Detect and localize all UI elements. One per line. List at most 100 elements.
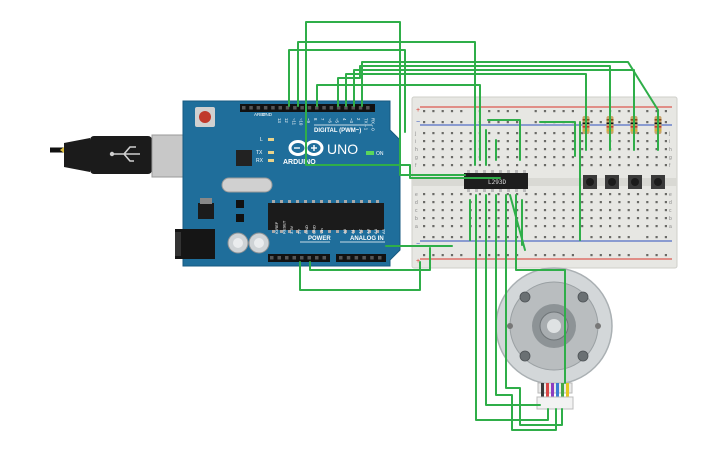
breadboard-hole[interactable]	[497, 209, 500, 212]
rail-hole[interactable]	[590, 121, 593, 124]
breadboard-hole[interactable]	[516, 164, 519, 167]
breadboard-hole[interactable]	[423, 201, 426, 204]
breadboard-hole[interactable]	[664, 140, 667, 143]
header-pin[interactable]	[249, 106, 253, 110]
breadboard-hole[interactable]	[636, 217, 640, 220]
motor[interactable]	[495, 267, 613, 410]
breadboard-hole[interactable]	[627, 225, 630, 228]
breadboard-hole[interactable]	[646, 225, 649, 228]
header-pin[interactable]	[354, 256, 359, 260]
breadboard-hole[interactable]	[553, 148, 556, 151]
breadboard-hole[interactable]	[506, 148, 509, 151]
breadboard-hole[interactable]	[664, 193, 667, 196]
breadboard-hole[interactable]	[664, 217, 667, 220]
breadboard-hole[interactable]	[664, 225, 667, 228]
breadboard-hole[interactable]	[506, 225, 509, 228]
breadboard-hole[interactable]	[488, 148, 491, 151]
breadboard-hole[interactable]	[478, 193, 481, 196]
breadboard-hole[interactable]	[432, 140, 435, 143]
breadboard-hole[interactable]	[646, 132, 649, 135]
breadboard-hole[interactable]	[590, 201, 593, 204]
breadboard-hole[interactable]	[581, 140, 584, 143]
header-pin[interactable]	[285, 106, 290, 110]
wire[interactable]	[353, 69, 635, 151]
breadboard-hole[interactable]	[599, 193, 602, 196]
wire[interactable]	[288, 49, 406, 133]
breadboard-hole[interactable]	[432, 225, 435, 228]
breadboard-hole[interactable]	[469, 140, 472, 143]
breadboard-hole[interactable]	[627, 193, 630, 196]
breadboard-hole[interactable]	[441, 132, 444, 135]
breadboard-hole[interactable]	[618, 225, 621, 228]
wire[interactable]	[485, 194, 541, 406]
rail-hole[interactable]	[664, 254, 667, 257]
breadboard-hole[interactable]	[497, 225, 500, 228]
rail-hole[interactable]	[460, 110, 463, 113]
rail-hole[interactable]	[441, 110, 444, 113]
rail-hole[interactable]	[478, 236, 481, 239]
breadboard-hole[interactable]	[618, 209, 621, 212]
breadboard-hole[interactable]	[590, 132, 593, 135]
breadboard-hole[interactable]	[646, 164, 649, 167]
rail-hole[interactable]	[497, 110, 500, 113]
header-pin[interactable]	[263, 106, 268, 110]
breadboard-hole[interactable]	[497, 217, 500, 220]
breadboard-hole[interactable]	[553, 132, 556, 135]
header-pin[interactable]	[329, 106, 334, 110]
breadboard-hole[interactable]	[516, 201, 519, 204]
breadboard-hole[interactable]	[581, 164, 584, 167]
breadboard-hole[interactable]	[525, 156, 528, 159]
breadboard-hole[interactable]	[423, 156, 426, 159]
rail-hole[interactable]	[571, 236, 574, 239]
breadboard-hole[interactable]	[497, 156, 500, 159]
breadboard-hole[interactable]	[655, 148, 658, 151]
header-pin[interactable]	[277, 256, 282, 260]
breadboard-hole[interactable]	[618, 156, 621, 159]
breadboard-hole[interactable]	[636, 140, 640, 143]
wire[interactable]	[309, 247, 431, 271]
rail-hole[interactable]	[441, 254, 444, 257]
breadboard-hole[interactable]	[618, 164, 621, 167]
rail-hole[interactable]	[599, 254, 602, 257]
breadboard-hole[interactable]	[432, 148, 435, 151]
breadboard-hole[interactable]	[441, 201, 444, 204]
breadboard-hole[interactable]	[562, 225, 565, 228]
breadboard-hole[interactable]	[664, 164, 667, 167]
breadboard-hole[interactable]	[581, 217, 584, 220]
breadboard-hole[interactable]	[562, 209, 565, 212]
rail-hole[interactable]	[497, 236, 500, 239]
rail-hole[interactable]	[618, 121, 621, 124]
breadboard-hole[interactable]	[618, 148, 621, 151]
breadboard-hole[interactable]	[534, 156, 537, 159]
breadboard-hole[interactable]	[609, 201, 612, 204]
breadboard-hole[interactable]	[553, 217, 556, 220]
breadboard-hole[interactable]	[441, 140, 444, 143]
rail-hole[interactable]	[423, 236, 426, 239]
header-pin[interactable]	[366, 106, 370, 110]
header-pin[interactable]	[344, 106, 348, 110]
rail-hole[interactable]	[599, 110, 602, 113]
rail-hole[interactable]	[450, 236, 454, 239]
breadboard-hole[interactable]	[627, 164, 630, 167]
rail-hole[interactable]	[590, 236, 593, 239]
breadboard-hole[interactable]	[581, 132, 584, 135]
breadboard-hole[interactable]	[646, 201, 649, 204]
rail-hole[interactable]	[488, 254, 491, 257]
breadboard-hole[interactable]	[627, 201, 630, 204]
breadboard-hole[interactable]	[516, 132, 519, 135]
breadboard-hole[interactable]	[543, 217, 547, 220]
breadboard-hole[interactable]	[506, 193, 509, 196]
breadboard-hole[interactable]	[460, 164, 463, 167]
breadboard-hole[interactable]	[543, 148, 547, 151]
breadboard-hole[interactable]	[488, 156, 491, 159]
rail-hole[interactable]	[432, 121, 435, 124]
breadboard-hole[interactable]	[460, 156, 463, 159]
breadboard-hole[interactable]	[618, 140, 621, 143]
rail-hole[interactable]	[497, 121, 500, 124]
breadboard-hole[interactable]	[423, 132, 426, 135]
breadboard-hole[interactable]	[423, 225, 426, 228]
breadboard-hole[interactable]	[450, 209, 454, 212]
breadboard-hole[interactable]	[599, 201, 602, 204]
rail-hole[interactable]	[618, 110, 621, 113]
breadboard-hole[interactable]	[516, 209, 519, 212]
